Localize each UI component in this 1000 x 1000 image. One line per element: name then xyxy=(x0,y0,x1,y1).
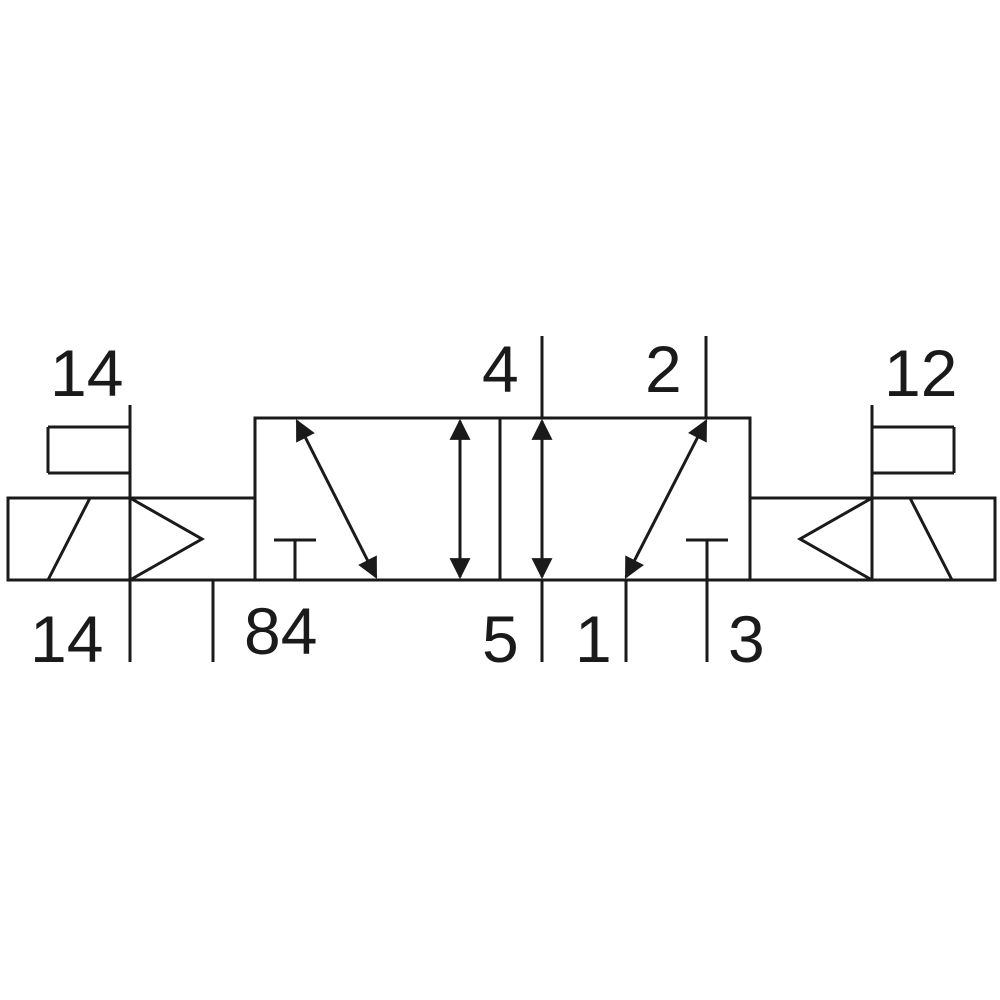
solenoid-left-icon xyxy=(6,496,132,582)
label-port-3: 3 xyxy=(728,602,765,676)
label-pilot-14-bottom: 14 xyxy=(30,602,104,676)
label-port-1: 1 xyxy=(575,602,612,676)
blocked-port-right-icon xyxy=(686,538,728,580)
label-port-4: 4 xyxy=(482,332,519,406)
label-port-84: 84 xyxy=(244,594,318,668)
flow-arrow-diagonal-right xyxy=(624,419,708,579)
pilot-right-icon xyxy=(748,496,874,582)
manual-override-12-icon xyxy=(872,425,956,475)
manual-override-14-icon xyxy=(46,425,130,475)
label-pilot-14-top: 14 xyxy=(50,336,124,410)
label-port-5: 5 xyxy=(482,602,519,676)
solenoid-right-icon xyxy=(870,496,997,582)
blocked-port-left-icon xyxy=(274,538,316,580)
label-pilot-12-top: 12 xyxy=(884,336,958,410)
valve-position-right xyxy=(498,416,752,582)
label-port-2: 2 xyxy=(645,332,682,406)
pilot-left-icon xyxy=(128,496,257,582)
flow-arrow-diagonal-left xyxy=(295,419,378,579)
valve-position-left xyxy=(253,416,502,582)
